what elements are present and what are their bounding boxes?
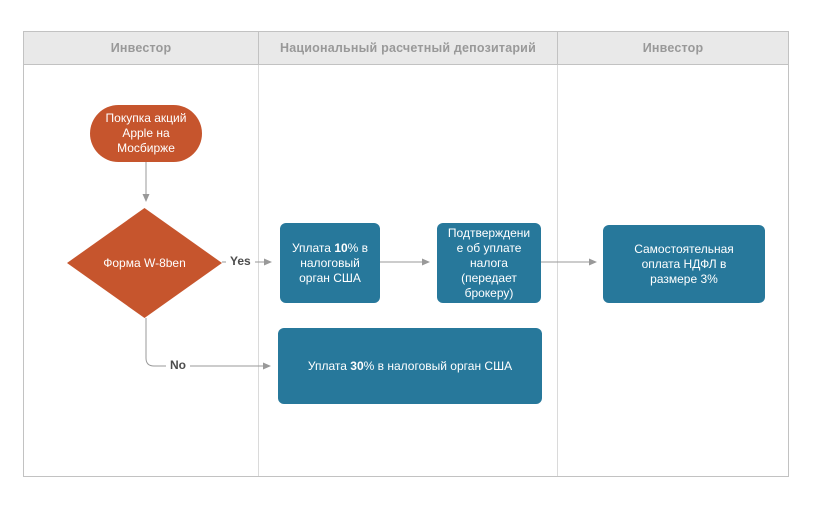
lane-header-depository: Национальный расчетный депозитарий (259, 32, 558, 65)
bold-amount: 10 (334, 240, 348, 255)
lane-title: Национальный расчетный депозитарий (280, 41, 536, 55)
node-tax-confirmation: Подтверждение об уплате налога (передает… (437, 223, 541, 303)
node-label: Уплата 10% в налоговый орган США (291, 240, 369, 285)
node-label: Форма W-8ben (103, 255, 186, 270)
lane-header-row: Инвестор Национальный расчетный депозита… (24, 32, 788, 65)
node-label: Покупка акций Apple на Мосбирже (105, 111, 187, 155)
bold-amount: 30 (350, 358, 364, 373)
lane-header-investor-right: Инвестор (558, 32, 788, 65)
node-start-buy-apple-shares: Покупка акций Apple на Мосбирже (90, 105, 202, 162)
node-label: Уплата 30% в налоговый орган США (307, 358, 513, 373)
edge-label-no: No (166, 357, 190, 373)
lane-body-investor-left (24, 65, 259, 476)
lane-title: Инвестор (110, 41, 172, 55)
lane-title: Инвестор (642, 41, 704, 55)
lane-header-investor-left: Инвестор (24, 32, 259, 65)
lane-body-row (24, 65, 788, 476)
lane-body-depository (259, 65, 558, 476)
edge-label-yes: Yes (226, 253, 255, 269)
node-pay-10-percent: Уплата 10% в налоговый орган США (280, 223, 380, 303)
node-label: Самостоятельная оплата НДФЛ в размере 3% (634, 241, 734, 286)
node-pay-30-percent: Уплата 30% в налоговый орган США (278, 328, 542, 404)
node-self-payment-ndfl: Самостоятельная оплата НДФЛ в размере 3% (603, 225, 765, 303)
node-label: Подтверждение об уплате налога (передает… (447, 225, 531, 300)
